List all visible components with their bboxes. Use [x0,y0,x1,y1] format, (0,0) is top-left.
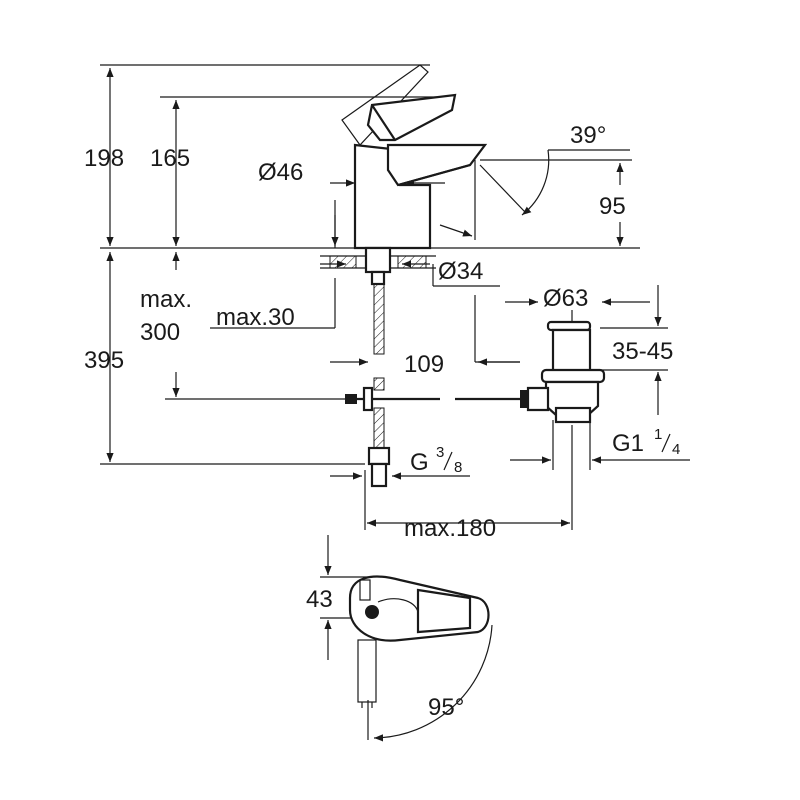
label-below-deck: 395 [84,347,124,374]
label-hole-diameter: Ø34 [438,258,483,285]
label-rotation-angle: 95° [428,694,464,721]
label-counter-thickness: max.30 [216,304,295,331]
label-lever-angle: 39° [570,122,606,149]
label-waste-thread-den: 4 [672,441,680,458]
label-connection-offset: 109 [404,351,444,378]
label-overall-height: 198 [84,145,124,172]
label-waste-offset: max.180 [404,515,496,542]
faucet-side-view [341,64,488,250]
label-deck-300: 300 [140,319,180,346]
faucet-top-view [348,575,490,708]
dimension-labels: 198 165 Ø46 39° 95 Ø34 Ø63 max. 300 max.… [84,122,680,721]
supply-hose [364,246,392,488]
label-lever-top-height: 43 [306,586,333,613]
label-deck-max: max. [140,286,192,313]
label-body-diameter: Ø46 [258,159,303,186]
label-waste-thread: G1 [612,430,644,457]
label-inlet-thread: G [410,449,429,476]
label-inlet-thread-den: 8 [454,459,462,476]
label-inlet-thread-num: 3 [436,444,444,461]
label-spout-height: 165 [150,145,190,172]
popup-rod [345,386,530,412]
label-spout-rise: 95 [599,193,626,220]
waste-assembly [526,310,606,424]
label-waste-diameter: Ø63 [543,285,588,312]
label-waste-thread-num: 1 [654,426,662,443]
label-waste-height: 35-45 [612,338,673,365]
dimension-lines [106,68,690,742]
